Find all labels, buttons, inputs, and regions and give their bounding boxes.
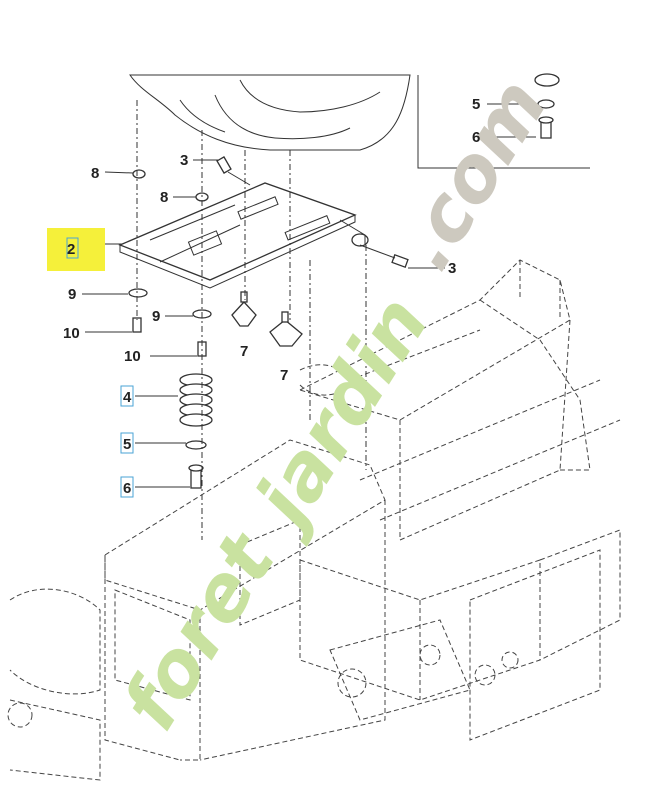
- callout-6-inset: 6: [472, 129, 480, 146]
- callout-9-left: 9: [68, 286, 76, 303]
- chassis-frame: [7, 259, 621, 781]
- callout-3-top: 3: [180, 152, 188, 169]
- callout-2-highlight: [47, 228, 105, 271]
- watermark-part-1: foret: [105, 516, 294, 744]
- seat-plate: [118, 182, 369, 289]
- callout-7-right: 7: [280, 367, 288, 384]
- callout-6-box: [120, 476, 134, 498]
- callout-8-mid: 8: [160, 189, 168, 206]
- fasteners: [128, 156, 409, 489]
- callout-5-inset: 5: [472, 96, 480, 113]
- callout-9-mid: 9: [152, 308, 160, 325]
- watermark-part-2: jardin: [232, 281, 445, 548]
- callout-7-left: 7: [240, 343, 248, 360]
- callout-4: 4: [123, 389, 132, 406]
- callout-5: 5: [123, 436, 131, 453]
- callout-8-top: 8: [91, 165, 99, 182]
- callout-10-left: 10: [63, 325, 80, 342]
- spring: [179, 373, 213, 427]
- callout-6: 6: [123, 480, 131, 497]
- callout-10-mid: 10: [124, 348, 141, 365]
- callout-3-right: 3: [448, 260, 456, 277]
- callouts: 8 3 8 2 3 9 9 10 10 7 7 4 5 6 5 6: [63, 96, 480, 497]
- callout-4-box: [120, 385, 134, 407]
- callout-2-box: [66, 237, 79, 259]
- axis-lines: [136, 100, 367, 540]
- inset-frame: [417, 73, 590, 169]
- seat: [129, 74, 411, 151]
- callout-5-box: [120, 432, 134, 454]
- leader-lines: [82, 159, 445, 488]
- watermark: foret jardin .com: [105, 63, 564, 744]
- callout-2: 2: [67, 241, 75, 258]
